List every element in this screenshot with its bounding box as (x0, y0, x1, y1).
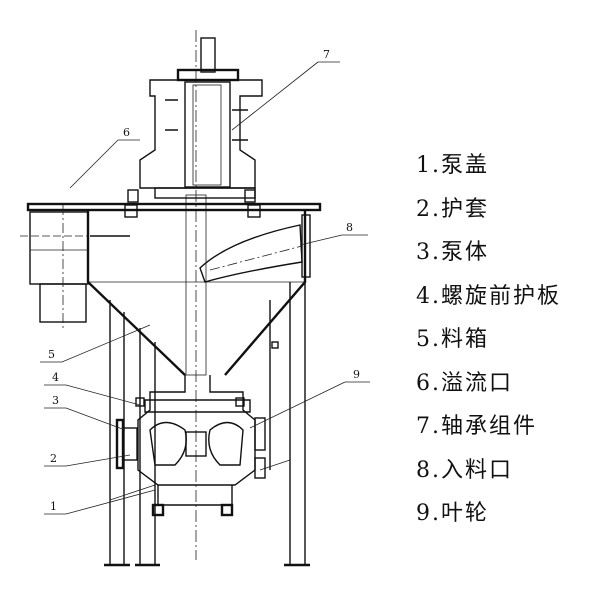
bearing-assembly (127, 68, 263, 203)
legend-label: 料箱 (441, 327, 490, 352)
legend-item: 3.泵体 (416, 231, 561, 275)
shaft (185, 30, 216, 560)
parts-legend: 1.泵盖 2.护套 3.泵体 4.螺旋前护板 5.料箱 6.溢流口 7.轴承组件… (416, 144, 561, 536)
callout-8: 8 (346, 221, 353, 234)
callouts: 7 6 8 5 4 3 2 1 9 (40, 48, 370, 515)
legend-item: 7.轴承组件 (416, 405, 561, 449)
callout-1: 1 (50, 500, 57, 513)
legend-label: 叶轮 (441, 501, 490, 526)
legend-number: 1. (416, 153, 441, 178)
legend-item: 8.入料口 (416, 449, 561, 493)
legend-item: 1.泵盖 (416, 144, 561, 188)
legend-item: 4.螺旋前护板 (416, 275, 561, 319)
legend-label: 护套 (441, 196, 490, 222)
legend-label: 入料口 (441, 457, 514, 483)
legend-item: 5.料箱 (416, 318, 561, 362)
legend-number: 2. (416, 196, 441, 222)
overflow-outlet (29, 205, 89, 330)
legend-item: 6.溢流口 (416, 362, 561, 406)
legend-item: 9.叶轮 (416, 492, 561, 536)
feed-inlet (199, 214, 311, 283)
legend-number: 8. (416, 457, 441, 483)
legend-number: 9. (416, 501, 441, 526)
legend-number: 6. (416, 370, 441, 396)
legend-number: 4. (416, 283, 441, 309)
legend-item: 2.护套 (416, 188, 561, 232)
callout-9: 9 (353, 368, 360, 381)
legend-label: 溢流口 (441, 370, 514, 396)
callout-3: 3 (52, 394, 59, 407)
legend-label: 泵盖 (441, 153, 490, 178)
legend-label: 螺旋前护板 (441, 283, 562, 309)
legend-number: 5. (416, 327, 441, 352)
tank (20, 202, 322, 376)
support-legs (104, 282, 310, 567)
callout-4: 4 (52, 371, 59, 384)
pump-casing (115, 375, 266, 517)
legend-number: 7. (416, 414, 441, 439)
callout-7: 7 (323, 48, 330, 61)
callout-5: 5 (48, 348, 55, 361)
legend-label: 轴承组件 (441, 414, 538, 439)
legend-label: 泵体 (441, 240, 490, 265)
callout-2: 2 (50, 452, 57, 465)
callout-6: 6 (123, 126, 130, 139)
legend-number: 3. (416, 240, 441, 265)
